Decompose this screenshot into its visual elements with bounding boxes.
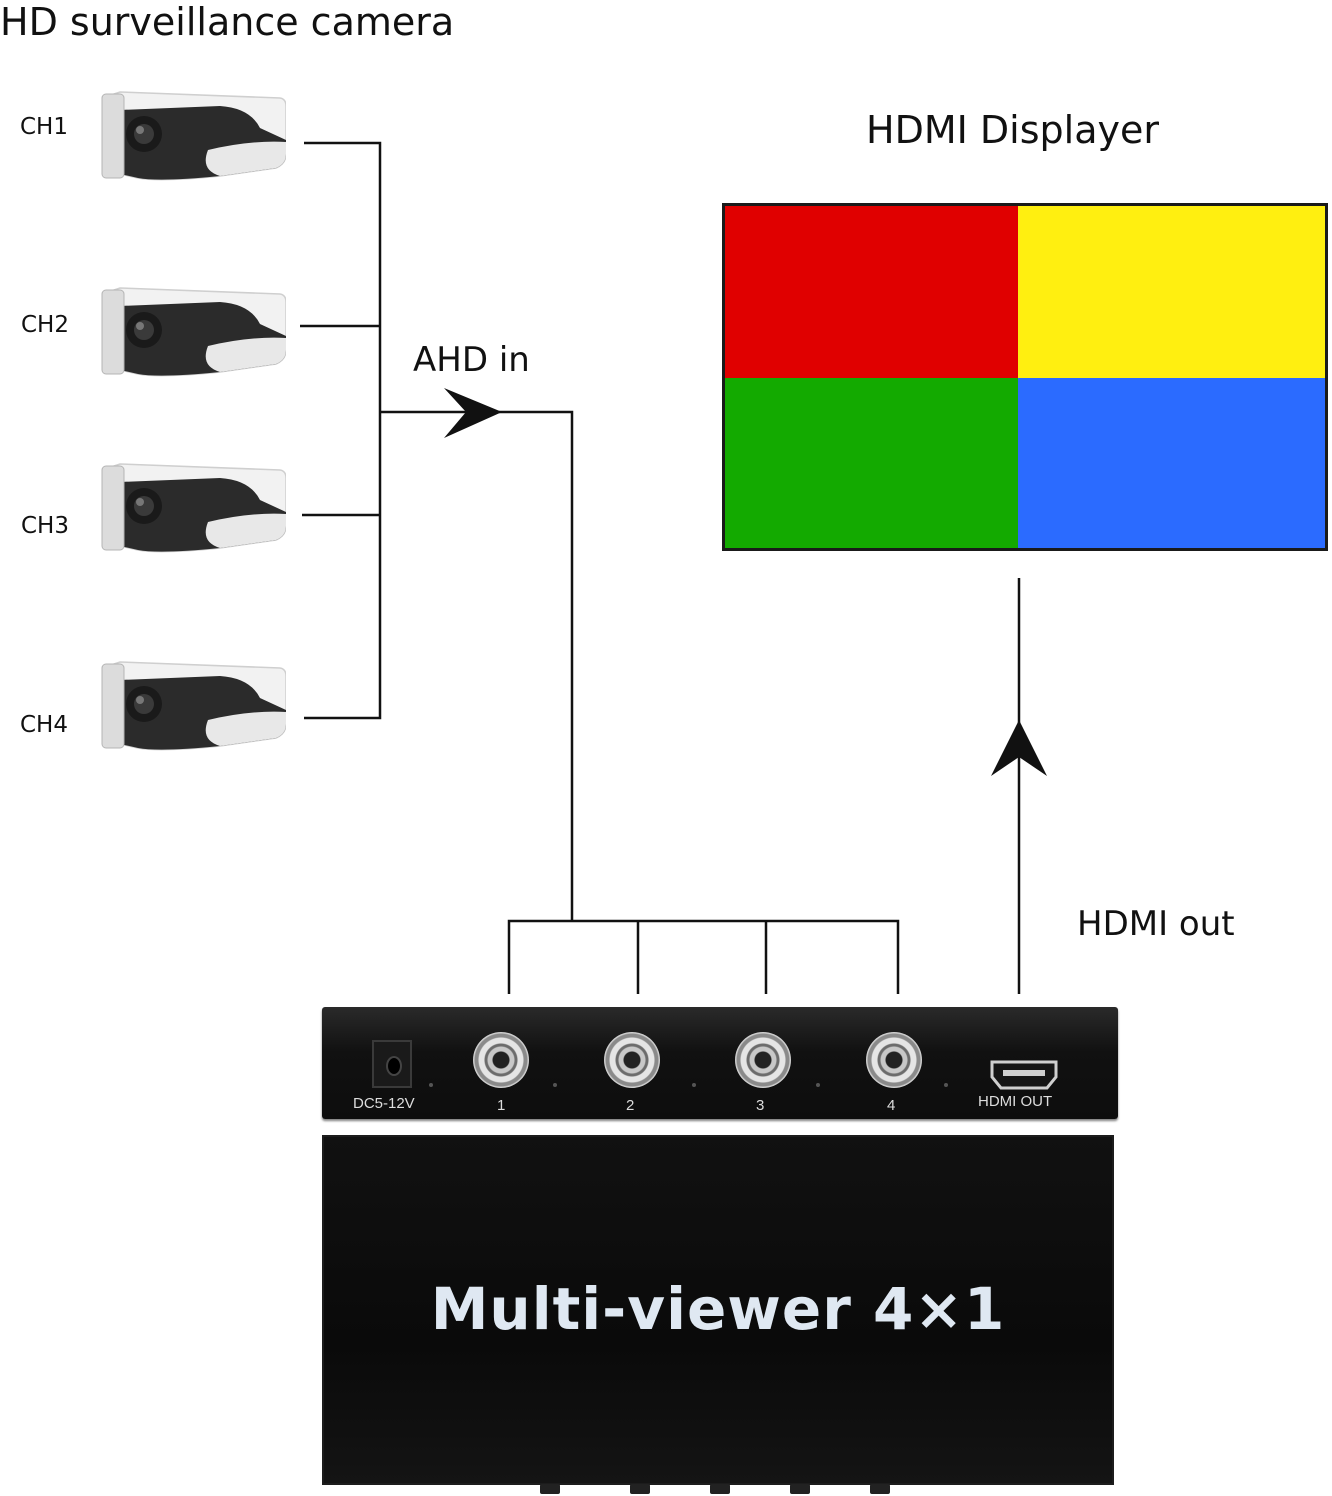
device-foot [540,1484,560,1494]
display-quadrant-green [725,378,1018,548]
camera-icon [101,463,286,553]
panel-dot [553,1083,557,1087]
device-back-panel [322,1007,1118,1119]
channel-label: CH1 [20,114,68,140]
channel-label: CH2 [21,312,69,338]
port-label-3: 3 [756,1097,765,1114]
device-foot [870,1484,890,1494]
hdmi-display [722,203,1328,551]
bnc-port-1-icon [473,1032,529,1088]
display-title: HDMI Displayer [866,108,1159,152]
panel-dot [944,1083,948,1087]
power-jack-icon [372,1040,412,1088]
camera-icon [101,287,286,377]
display-quadrant-red [725,206,1018,378]
device-foot [790,1484,810,1494]
channel-label: CH4 [20,712,68,738]
camera-icon [101,91,286,181]
device-name: Multi-viewer 4×1 [430,1275,1006,1343]
bnc-port-3-icon [735,1032,791,1088]
ahd-arrow-icon [444,388,502,438]
port-label-2: 2 [626,1097,635,1114]
panel-dot [816,1083,820,1087]
hdmi-port-label: HDMI OUT [978,1093,1053,1110]
port-label-4: 4 [887,1097,896,1114]
hdmi-up-arrow-icon [991,720,1047,776]
display-quadrant-yellow [1018,206,1325,378]
display-quadrant-blue [1018,378,1325,548]
device-top: Multi-viewer 4×1 [322,1135,1114,1485]
hdmi-port-icon [990,1060,1058,1090]
ahd-in-label: AHD in [413,340,530,380]
bnc-port-2-icon [604,1032,660,1088]
hdmi-out-label: HDMI out [1077,904,1235,944]
port-label-1: 1 [497,1097,506,1114]
bnc-port-4-icon [866,1032,922,1088]
camera-icon [101,661,286,751]
camera-body [101,91,286,181]
diagram-title: HD surveillance camera [0,0,455,44]
device-foot [630,1484,650,1494]
panel-dot [692,1083,696,1087]
panel-dot [429,1083,433,1087]
device-foot [710,1484,730,1494]
channel-label: CH3 [21,513,69,539]
power-port-label: DC5-12V [353,1095,415,1112]
